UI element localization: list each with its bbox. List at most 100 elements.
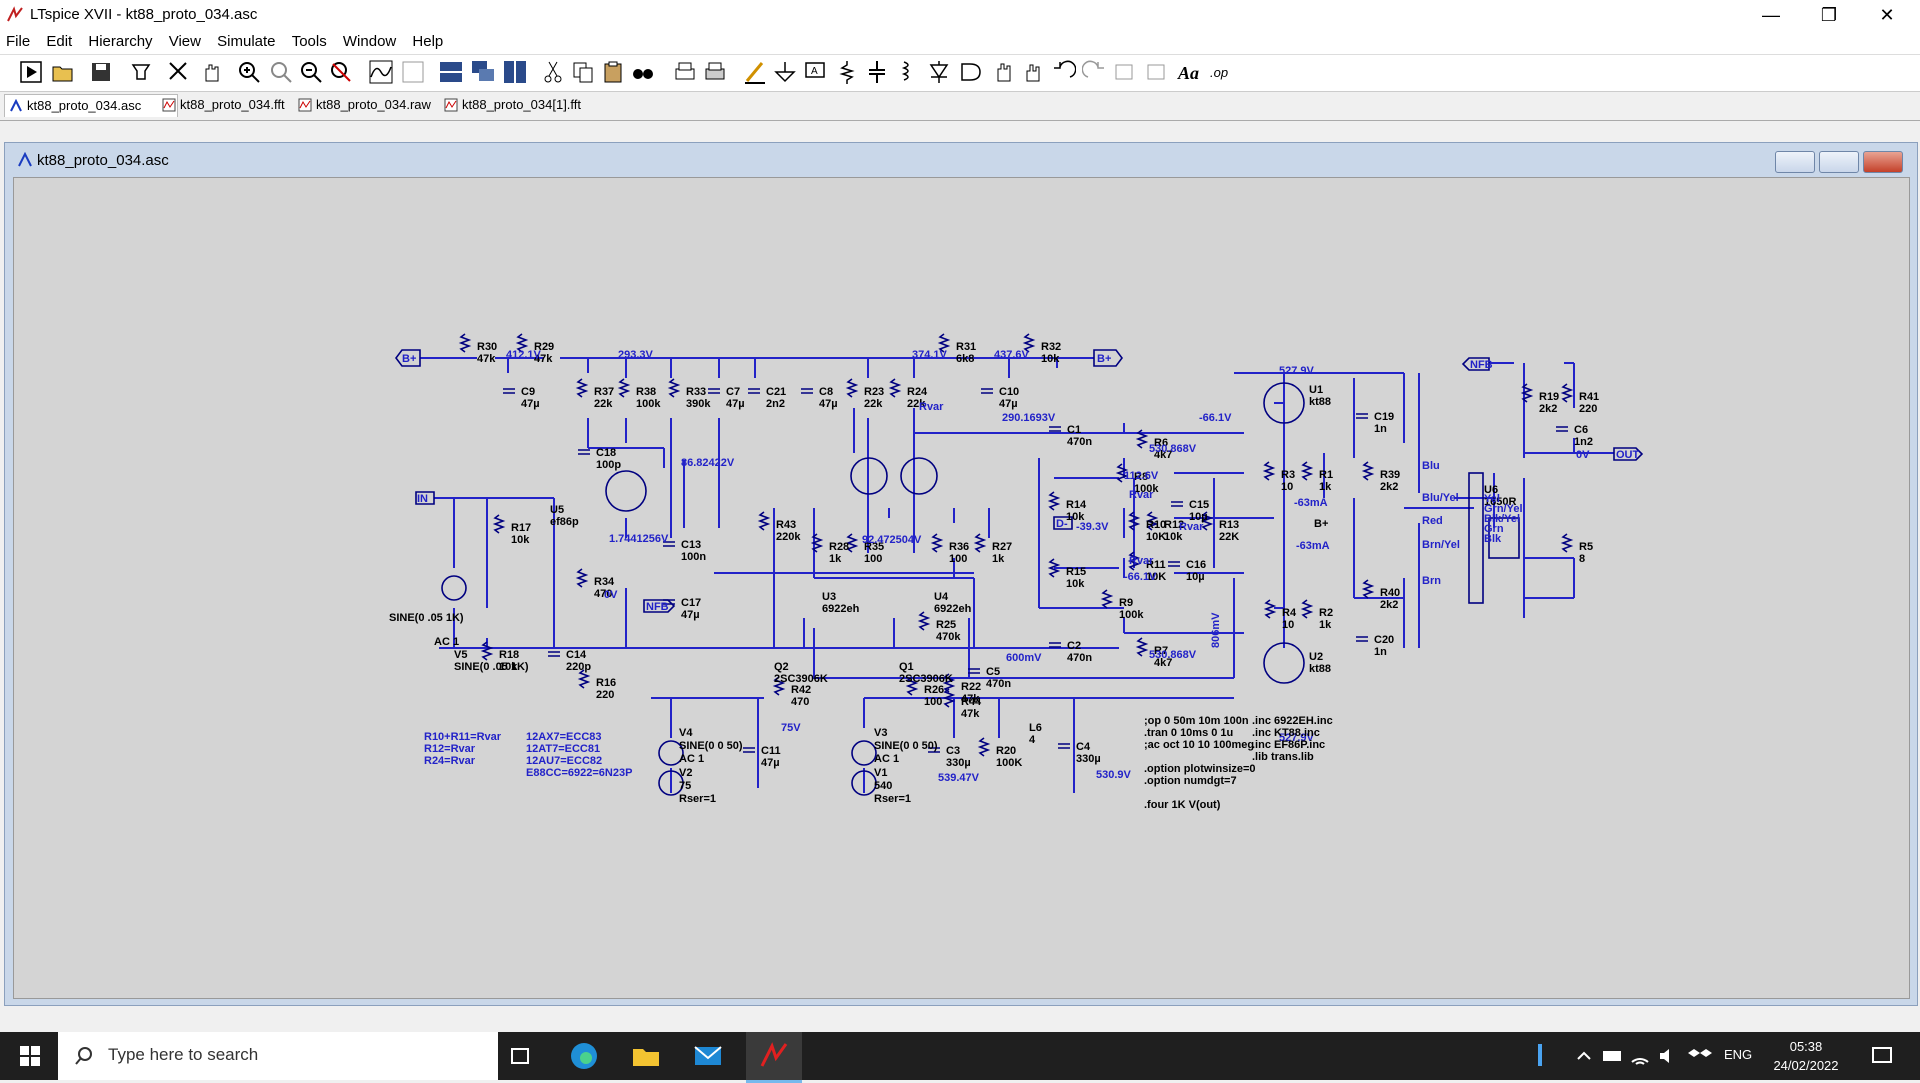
symbol-r23[interactable] (845, 378, 859, 398)
tube-u4[interactable] (900, 457, 938, 495)
menu-tools[interactable]: Tools (291, 33, 327, 50)
component-ref-r14[interactable]: R14 (1066, 499, 1087, 511)
tile-vertical-icon[interactable] (502, 59, 528, 85)
child-minimize-button[interactable] (1775, 151, 1815, 173)
component-ref-r1[interactable]: R1 (1319, 469, 1333, 481)
component-ref-u4[interactable]: U4 (934, 591, 949, 603)
symbol-r22[interactable] (942, 673, 956, 693)
include-6922eh[interactable]: .inc 6922EH.inc (1252, 715, 1333, 727)
inductor-icon[interactable] (894, 59, 920, 85)
capacitor-icon[interactable] (864, 59, 890, 85)
tab-fft[interactable]: kt88_proto_034.fft (158, 94, 310, 116)
symbol-r37[interactable] (575, 378, 589, 398)
component-ref-r20[interactable]: R20 (996, 745, 1016, 757)
component-value-r11[interactable]: 10K (1146, 571, 1166, 583)
source-v1[interactable] (851, 770, 877, 796)
child-maximize-button[interactable] (1819, 151, 1859, 173)
symbol-c19[interactable] (1356, 413, 1368, 419)
menu-view[interactable]: View (168, 33, 201, 50)
autorange-icon[interactable] (368, 59, 394, 85)
component-ref-r34[interactable]: R34 (594, 576, 615, 588)
include-ef86p[interactable]: .inc EF86P.inc (1252, 739, 1325, 751)
language-indicator[interactable]: ENG (1724, 1047, 1753, 1062)
component-value-r42[interactable]: 470 (791, 696, 809, 708)
schematic-drawing[interactable]: B+ B+ IN NFB NFB OUT D- B+ R3047kR2947kR… (14, 178, 1909, 998)
component-value-r25[interactable]: 470k (936, 631, 961, 643)
component-value-c15[interactable]: 10µ (1189, 511, 1208, 523)
component-ref-c18[interactable]: C18 (596, 447, 616, 459)
task-view-icon[interactable] (504, 1040, 536, 1072)
directive-ac[interactable]: ;ac oct 10 10 100meg (1144, 739, 1254, 751)
symbol-r13[interactable] (1200, 511, 1214, 531)
symbol-r17[interactable] (492, 514, 506, 534)
component-value-c14[interactable]: 220p (566, 661, 591, 673)
symbol-r7[interactable] (1135, 637, 1149, 657)
component-ref-c5[interactable]: C5 (986, 666, 1000, 678)
component-value-r8[interactable]: 100k (1134, 483, 1159, 495)
move-icon[interactable] (990, 59, 1016, 85)
component-value-q2[interactable]: 2SC3906K (774, 673, 828, 685)
component-value-r35[interactable]: 100 (864, 553, 882, 565)
component-value-r41[interactable]: 220 (1579, 403, 1597, 415)
component-ref-c13[interactable]: C13 (681, 539, 701, 551)
symbol-r18[interactable] (480, 641, 494, 661)
component-ref-q1[interactable]: Q1 (899, 661, 914, 673)
symbol-c21[interactable] (748, 388, 760, 394)
component-value-c16[interactable]: 10µ (1186, 571, 1205, 583)
redo-icon[interactable] (1082, 59, 1108, 85)
symbol-c8[interactable] (801, 388, 813, 394)
component-value-r31[interactable]: 6k8 (956, 353, 974, 365)
pen-icon[interactable] (1524, 1040, 1556, 1072)
zoom-cancel-icon[interactable] (328, 59, 354, 85)
symbol-c5[interactable] (968, 668, 980, 674)
symbol-r15[interactable] (1047, 558, 1061, 578)
symbol-r38[interactable] (617, 378, 631, 398)
component-ref-r30[interactable]: R30 (477, 341, 497, 353)
component-value-q1[interactable]: 2SC3906K (899, 673, 953, 685)
component-value-r18[interactable]: 10k (499, 661, 518, 673)
component-value-u5[interactable]: ef86p (550, 516, 579, 528)
include-kt88[interactable]: .inc KT88.inc (1252, 727, 1320, 739)
tube-u1[interactable] (1263, 382, 1305, 424)
symbol-r9[interactable] (1100, 589, 1114, 609)
tube-u3[interactable] (850, 457, 888, 495)
component-ref-r15[interactable]: R15 (1066, 566, 1086, 578)
component-ref-r37[interactable]: R37 (594, 386, 614, 398)
component-value-c17[interactable]: 47µ (681, 609, 700, 621)
component-ref-r2[interactable]: R2 (1319, 607, 1333, 619)
component-value-r24[interactable]: 22k (907, 398, 926, 410)
component-value-r13[interactable]: 22K (1219, 531, 1239, 543)
symbol-r43[interactable] (757, 511, 771, 531)
component-ref-c9[interactable]: C9 (521, 386, 535, 398)
component-ref-r23[interactable]: R23 (864, 386, 884, 398)
component-value-r29[interactable]: 47k (534, 353, 553, 365)
component-icon[interactable] (958, 59, 984, 85)
component-ref-c14[interactable]: C14 (566, 649, 587, 661)
component-value-r9[interactable]: 100k (1119, 609, 1144, 621)
source-v5[interactable] (441, 575, 467, 601)
symbol-r24[interactable] (888, 378, 902, 398)
directive-numdgt[interactable]: .option numdgt=7 (1144, 775, 1237, 787)
component-value-r22[interactable]: 47k (961, 693, 980, 705)
component-value-c4[interactable]: 330µ (1076, 753, 1101, 765)
component-value-c21[interactable]: 2n2 (766, 398, 785, 410)
menu-help[interactable]: Help (412, 33, 444, 50)
directive-plotwinsize[interactable]: .option plotwinsize=0 (1144, 763, 1256, 775)
component-value-r10[interactable]: 10K (1146, 531, 1166, 543)
component-ref-c16[interactable]: C16 (1186, 559, 1206, 571)
component-value-r14[interactable]: 10k (1066, 511, 1085, 523)
component-ref-r13[interactable]: R13 (1219, 519, 1239, 531)
component-value-c10[interactable]: 47µ (999, 398, 1018, 410)
directive-four[interactable]: .four 1K V(out) (1144, 799, 1221, 811)
component-ref-r27[interactable]: R27 (992, 541, 1012, 553)
component-ref-r22[interactable]: R22 (961, 681, 981, 693)
undo-icon[interactable] (1050, 59, 1076, 85)
symbol-r35[interactable] (845, 533, 859, 553)
symbol-r4[interactable] (1263, 599, 1277, 619)
component-ref-r3[interactable]: R3 (1281, 469, 1295, 481)
minimize-button[interactable]: — (1762, 5, 1780, 25)
child-close-button[interactable] (1863, 151, 1903, 173)
symbol-c18[interactable] (578, 449, 590, 455)
cut-icon[interactable] (540, 59, 566, 85)
symbol-c16[interactable] (1168, 561, 1180, 567)
